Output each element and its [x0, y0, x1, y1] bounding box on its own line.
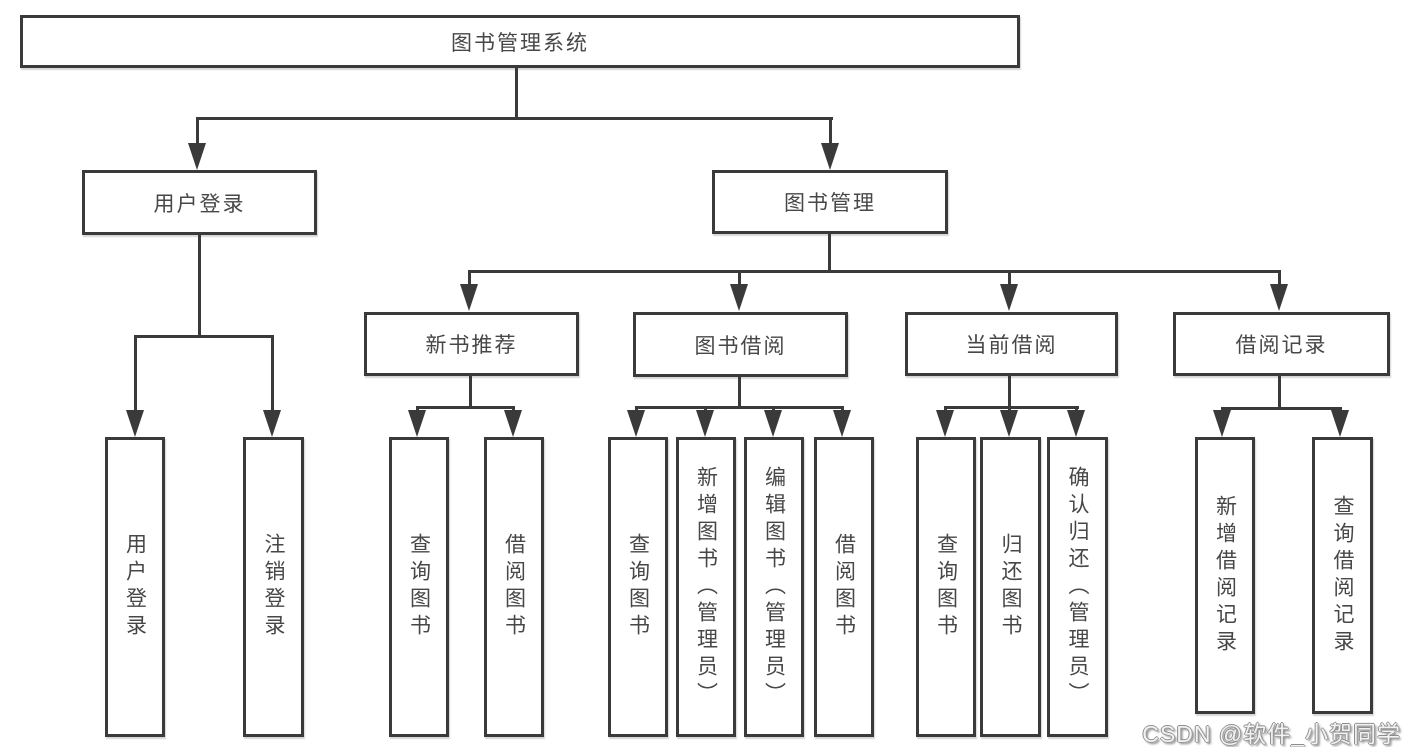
leaf-label: 确认归还（管理员） [1066, 465, 1090, 709]
arrowhead-to-leaf-logout [263, 410, 281, 437]
arrowhead-to-user-login [188, 143, 206, 170]
connector-arrow-shaft [468, 270, 471, 286]
arrowhead-to-leaf [936, 410, 954, 437]
leaf-label: 注销登录 [262, 533, 286, 641]
node-book-borrow: 图书借阅 [633, 312, 848, 377]
connector-arrow-shaft [704, 406, 707, 412]
connector-root-crossbar [197, 117, 833, 120]
connector-arrow-shaft [271, 335, 274, 412]
connector-arrow-shaft [1278, 270, 1281, 286]
leaf-label: 归还图书 [999, 533, 1023, 641]
connector-current-borrow-stem [1008, 376, 1011, 408]
leaf-borrow-books-recommend: 借阅图书 [484, 437, 544, 737]
connector-user-login-stem [198, 234, 201, 336]
leaf-return-books: 归还图书 [980, 437, 1041, 737]
arrowhead-to-leaf [1213, 410, 1231, 437]
connector-borrow-records-stem [1278, 376, 1281, 409]
connector-current-borrow-crossbar [944, 406, 1079, 409]
arrowhead-to-borrow-records [1270, 284, 1288, 311]
connector-book-management-crossbar [469, 270, 1281, 273]
leaf-label: 查询图书 [407, 533, 431, 641]
connector-arrow-shaft [1008, 270, 1011, 286]
connector-arrow-shaft [512, 406, 515, 412]
connector-new-book-stem [469, 376, 472, 408]
connector-book-borrow-stem [738, 377, 741, 408]
connector-borrow-records-crossbar [1222, 407, 1342, 410]
leaf-logout: 注销登录 [243, 437, 304, 737]
connector-book-borrow-crossbar [635, 406, 844, 409]
arrowhead-to-leaf [504, 410, 522, 437]
leaf-edit-books-admin: 编辑图书（管理员） [744, 437, 804, 737]
node-label: 图书管理系统 [451, 31, 589, 55]
leaf-label: 查询图书 [934, 533, 958, 641]
leaf-borrow-books: 借阅图书 [814, 437, 874, 737]
arrowhead-to-book-management [821, 143, 839, 170]
leaf-label: 编辑图书（管理员） [762, 465, 786, 709]
leaf-label: 借阅图书 [502, 533, 526, 641]
connector-arrow-shaft [416, 406, 419, 412]
connector-arrow-shaft [841, 406, 844, 412]
leaf-label: 查询图书 [626, 533, 650, 641]
connector-user-login-crossbar [135, 335, 274, 338]
connector-arrow-shaft [1075, 406, 1078, 412]
arrowhead-to-leaf [1000, 410, 1018, 437]
node-user-login: 用户登录 [82, 170, 317, 235]
arrowhead-to-book-borrow [730, 284, 748, 311]
leaf-query-borrow-record: 查询借阅记录 [1312, 437, 1373, 714]
node-borrow-records: 借阅记录 [1173, 312, 1390, 376]
connector-arrow-shaft [1221, 407, 1224, 412]
arrowhead-to-leaf [1067, 410, 1085, 437]
connector-arrow-shaft [134, 335, 137, 412]
node-label: 借阅记录 [1235, 334, 1328, 357]
connector-arrow-shaft [772, 406, 775, 412]
csdn-watermark: CSDN @软件_小贺同学 [1142, 721, 1401, 747]
leaf-add-borrow-record: 新增借阅记录 [1195, 437, 1255, 714]
arrowhead-to-leaf [1331, 410, 1349, 437]
leaf-label: 新增借阅记录 [1213, 494, 1237, 657]
node-label: 图书借阅 [694, 334, 787, 358]
leaf-confirm-return-admin: 确认归还（管理员） [1047, 437, 1108, 737]
connector-arrow-shaft [738, 270, 741, 286]
arrowhead-to-new-book-recommend [460, 284, 478, 311]
leaf-label: 借阅图书 [832, 533, 856, 641]
leaf-query-books-borrow: 查询图书 [608, 437, 668, 737]
connector-book-management-stem [828, 233, 831, 272]
leaf-query-books-current: 查询图书 [916, 437, 976, 737]
node-label: 新书推荐 [425, 334, 518, 357]
connector-arrow-shaft [829, 117, 832, 144]
leaf-add-books-admin: 新增图书（管理员） [676, 437, 736, 737]
arrowhead-to-leaf [764, 410, 782, 437]
leaf-label: 查询借阅记录 [1331, 494, 1355, 657]
connector-arrow-shaft [1008, 406, 1011, 412]
arrowhead-to-leaf-user-login [126, 410, 144, 437]
arrowhead-to-leaf [833, 410, 851, 437]
connector-arrow-shaft [635, 406, 638, 412]
node-book-management: 图书管理 [712, 170, 948, 234]
arrowhead-to-leaf [627, 410, 645, 437]
leaf-label: 新增图书（管理员） [694, 465, 718, 709]
node-label: 用户登录 [153, 192, 246, 216]
leaf-query-books-recommend: 查询图书 [389, 437, 449, 737]
node-new-book-recommend: 新书推荐 [364, 312, 579, 376]
connector-root-stem [515, 68, 518, 118]
leaf-user-login: 用户登录 [105, 437, 165, 737]
node-library-management-system: 图书管理系统 [20, 15, 1020, 68]
arrowhead-to-current-borrow [1000, 284, 1018, 311]
leaf-label: 用户登录 [123, 533, 147, 641]
connector-arrow-shaft [944, 406, 947, 412]
node-current-borrow: 当前借阅 [905, 312, 1118, 376]
node-label: 当前借阅 [965, 334, 1058, 357]
node-label: 图书管理 [784, 192, 876, 215]
connector-arrow-shaft [196, 117, 199, 144]
arrowhead-to-leaf [696, 410, 714, 437]
arrowhead-to-leaf [408, 410, 426, 437]
connector-arrow-shaft [1339, 407, 1342, 412]
connector-new-book-crossbar [417, 406, 514, 409]
